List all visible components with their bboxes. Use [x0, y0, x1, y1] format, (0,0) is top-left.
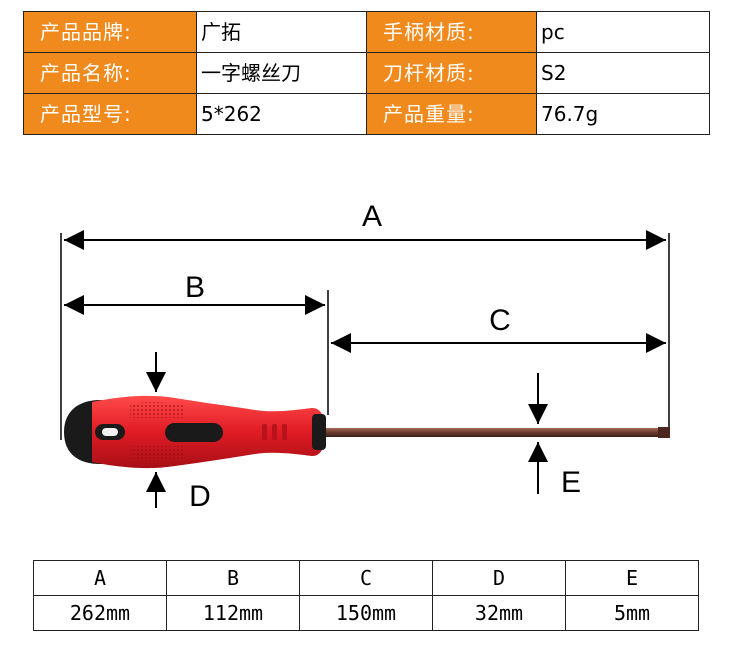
- spec-table: 产品品牌: 广拓 手柄材质: pc 产品名称: 一字螺丝刀 刀杆材质: S2 产…: [23, 11, 710, 135]
- dimension-value: 150mm: [299, 595, 433, 631]
- screwdriver-diagram: A B C D E: [60, 200, 670, 513]
- dimension-header: B: [166, 560, 300, 596]
- dimension-value: 5mm: [565, 595, 699, 631]
- dimension-value-row: 262mm 112mm 150mm 32mm 5mm: [33, 595, 699, 631]
- dimension-value: 32mm: [432, 595, 566, 631]
- shaft-material-label: 刀杆材质:: [366, 52, 537, 94]
- dimension-value: 262mm: [33, 595, 167, 631]
- screwdriver-tip: [658, 427, 670, 438]
- spec-row-model: 产品型号: 5*262 产品重量: 76.7g: [23, 93, 710, 135]
- label-b: B: [185, 271, 205, 304]
- weight-label: 产品重量:: [366, 93, 537, 135]
- dimension-header: D: [432, 560, 566, 596]
- dimension-header: C: [299, 560, 433, 596]
- screwdriver-handle: [64, 395, 326, 469]
- label-e: E: [561, 466, 581, 499]
- dimension-table: A B C D E 262mm 112mm 150mm 32mm 5mm: [33, 560, 699, 631]
- brand-label: 产品品牌:: [23, 11, 197, 53]
- dimension-header: A: [33, 560, 167, 596]
- model-value: 5*262: [196, 93, 367, 135]
- screwdriver-shaft: [320, 428, 670, 437]
- dimension-value: 112mm: [166, 595, 300, 631]
- label-c: C: [489, 304, 511, 337]
- dimension-header-row: A B C D E: [33, 560, 699, 596]
- handle-material-label: 手柄材质:: [366, 11, 537, 53]
- shaft-material-value: S2: [536, 52, 710, 94]
- label-a: A: [362, 200, 382, 233]
- dimension-header: E: [565, 560, 699, 596]
- label-d: D: [189, 480, 211, 513]
- weight-value: 76.7g: [536, 93, 710, 135]
- model-label: 产品型号:: [23, 93, 197, 135]
